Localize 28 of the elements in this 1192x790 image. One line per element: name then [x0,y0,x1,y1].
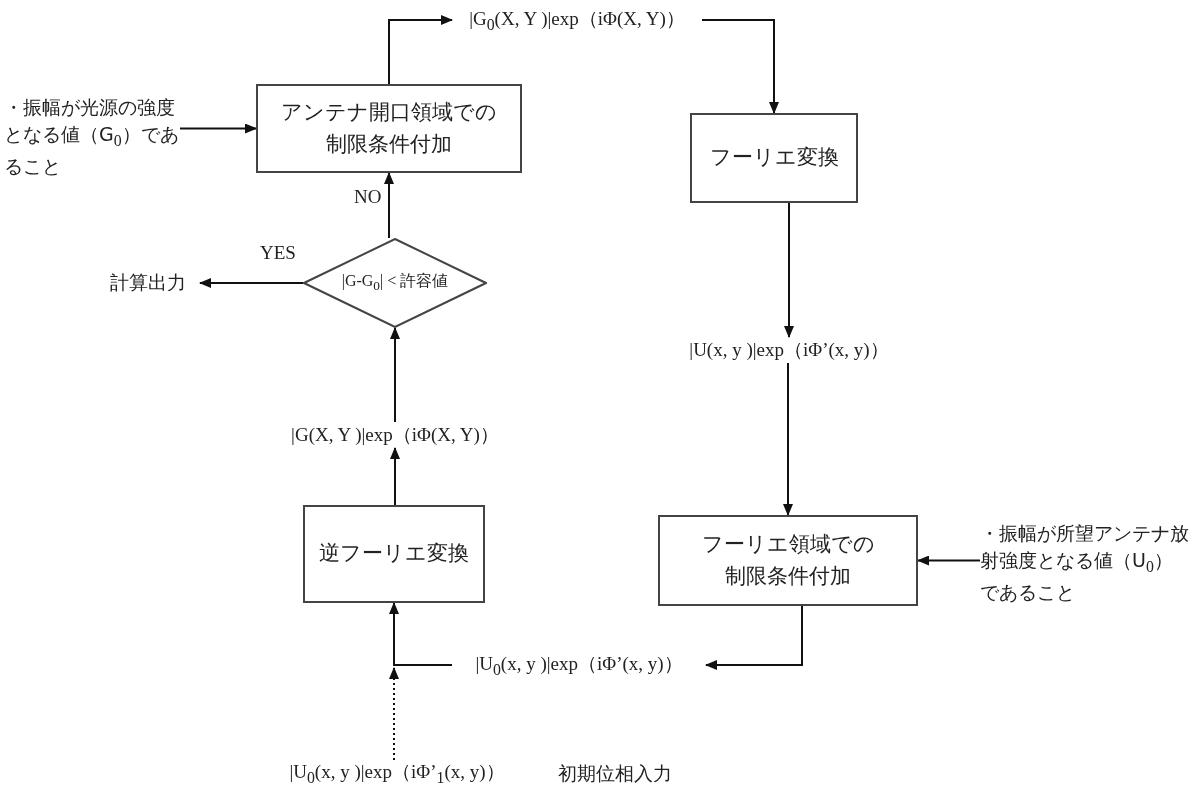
arrow [701,19,779,114]
formula-text: |U$_{0}$(x, y )|exp（iΦ’$_{1}$(x, y)） [262,760,532,786]
condition-note: ・振幅が光源の強度となる値（G$_{0}$）であること [4,92,180,182]
arrow [917,555,981,566]
arrow [784,202,794,338]
formula-text: |G$_{0}$(X, Y )|exp（iΦ(X, Y)） [452,7,702,33]
process-box: フーリエ領域での制限条件付加 [658,515,918,606]
arrow [179,123,257,134]
process-box: アンテナ開口領域での制限条件付加 [256,84,522,173]
arrow [705,605,803,670]
decision-diamond [303,238,487,328]
process-box: フーリエ変換 [690,113,858,203]
arrow [389,602,453,666]
arrow [390,327,400,423]
arrow [389,667,399,761]
condition-note: ・振幅が所望アンテナ放射強度となる値（U$_{0}$）であること [980,518,1190,608]
formula-text: |G(X, Y )|exp（iΦ(X, Y)） [270,422,520,448]
formula-text: |U$_{0}$(x, y )|exp（iΦ’(x, y)） [452,652,706,678]
arrow [388,15,453,85]
input-caption: 初期位相入力 [558,761,672,786]
arrow [384,172,394,239]
condition-text: |G-G$_{0}$| < 許容値 [341,271,449,295]
condition-note: 計算出力 [110,268,200,298]
arrow [783,362,793,516]
arrow [390,447,400,506]
formula-text: |U(x, y )|exp（iΦ’(x, y)） [664,337,914,363]
arrow [199,278,304,288]
process-box: 逆フーリエ変換 [303,505,485,603]
